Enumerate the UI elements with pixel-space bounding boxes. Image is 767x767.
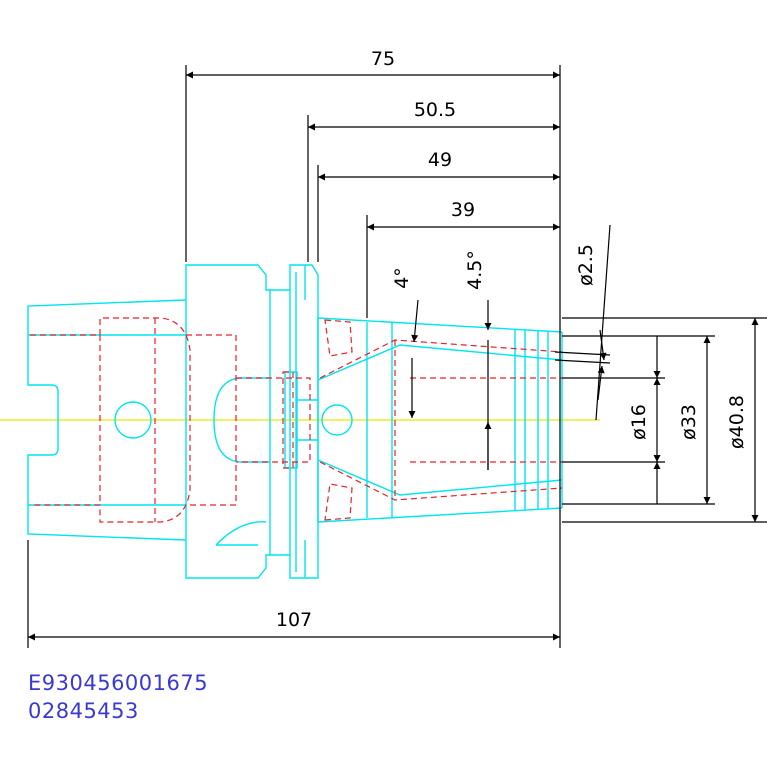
part-number-text: E930456001675: [28, 671, 208, 695]
dia-2-5-label: ø2.5: [575, 244, 597, 286]
order-number-text: 02845453: [28, 699, 139, 723]
dia-16-label: ø16: [628, 404, 650, 440]
dia-40-8-label: ø40.8: [726, 395, 748, 449]
dim-107-label: 107: [276, 609, 312, 631]
dia-33-label: ø33: [678, 404, 700, 440]
extension-lines: [27, 65, 767, 648]
holder-outline: [27, 264, 563, 579]
angle-4-5-label: 4.5°: [464, 250, 486, 290]
dimension-lines: [28, 71, 759, 641]
dim-75-label: 75: [371, 48, 395, 70]
dim-50-5-label: 50.5: [414, 99, 456, 121]
dim-39-label: 39: [451, 199, 475, 221]
angle-4-label: 4°: [391, 267, 413, 289]
dim-49-label: 49: [428, 149, 452, 171]
hidden-lines: [30, 317, 563, 523]
